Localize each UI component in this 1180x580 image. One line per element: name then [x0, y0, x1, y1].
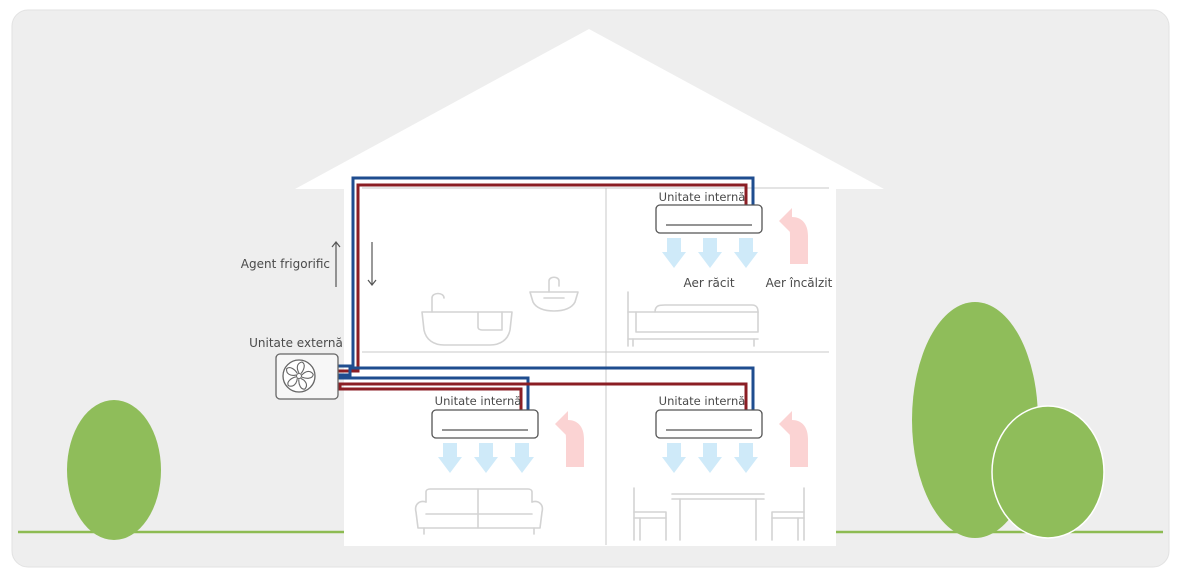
indoor-unit-body — [431, 409, 539, 439]
sink-icon — [529, 276, 579, 312]
pipe-cold-lower-left — [338, 376, 530, 410]
indoor-unit-living-room: Unitate internă — [431, 394, 584, 473]
refrigerant-pipes — [338, 176, 755, 410]
arrow-down-icon — [367, 242, 377, 286]
indoor-unit-bedroom: Unitate internă Aer răcit Aer încălzit — [655, 190, 833, 290]
house-walls — [344, 186, 836, 546]
dining-table-icon — [671, 493, 765, 541]
tree-right-small — [991, 405, 1105, 539]
arrow-up-icon — [331, 241, 341, 287]
heated-air-label: Aer încălzit — [766, 276, 833, 290]
chair-right-icon — [771, 487, 805, 541]
outdoor-unit: Unitate externă — [249, 336, 343, 400]
bathtub-icon — [421, 292, 513, 346]
indoor-unit-body — [655, 204, 763, 234]
cooled-air-label: Aer răcit — [683, 276, 734, 290]
cooled-air-arrows — [438, 443, 534, 473]
chair-left-icon — [633, 487, 667, 541]
sofa-icon — [414, 488, 544, 535]
cooled-air-arrows — [662, 443, 758, 473]
pipe-hot-lower-left — [338, 387, 523, 410]
indoor-unit-label: Unitate internă — [659, 190, 746, 204]
house — [295, 29, 884, 546]
refrigerant-label: Agent frigorific — [241, 257, 330, 271]
pipe-hot-lower-right — [338, 382, 748, 410]
heated-air-arrow — [779, 411, 808, 467]
indoor-unit-body — [655, 409, 763, 439]
fan-icon — [282, 359, 316, 393]
heated-air-arrow — [779, 208, 808, 264]
heated-air-arrow — [555, 411, 584, 467]
pipe-cold-upper — [338, 176, 755, 368]
indoor-unit-dining-room: Unitate internă — [655, 394, 808, 473]
pipe-cold-lower-right — [338, 366, 755, 410]
house-roof — [295, 29, 884, 189]
outdoor-unit-label: Unitate externă — [249, 336, 343, 350]
tree-left — [67, 400, 161, 540]
bed-icon — [627, 291, 759, 347]
indoor-unit-label: Unitate internă — [659, 394, 746, 408]
cooled-air-arrows — [662, 238, 758, 268]
indoor-unit-label: Unitate internă — [435, 394, 522, 408]
